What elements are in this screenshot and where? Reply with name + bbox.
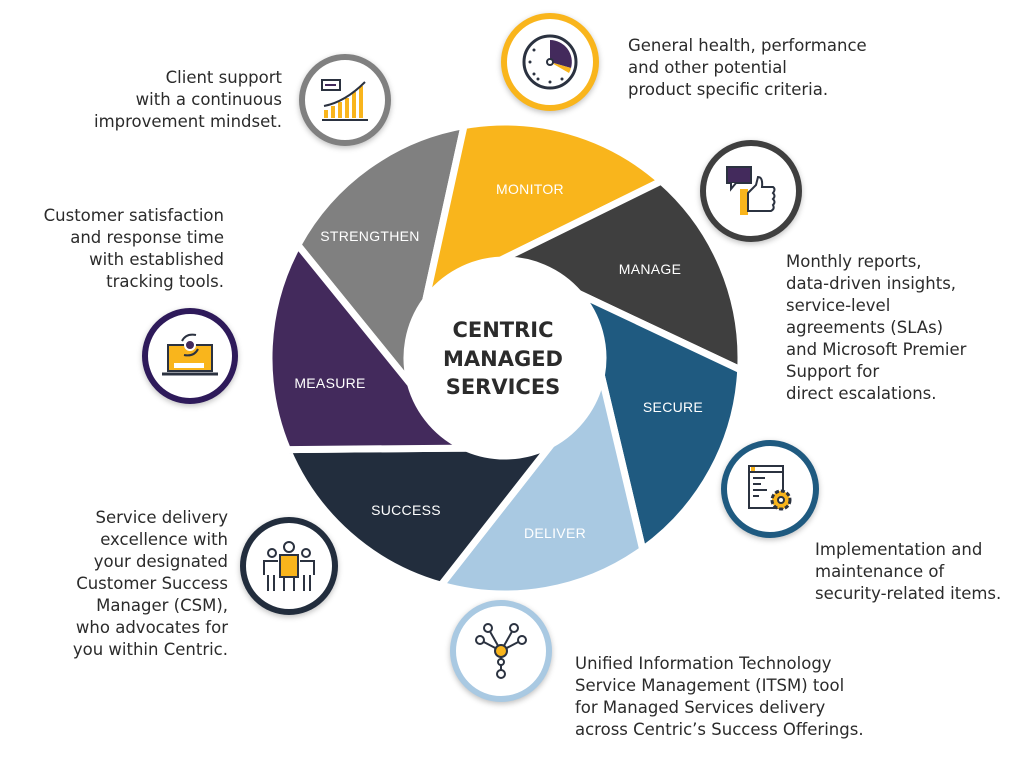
measure-description: Customer satisfaction and response time … — [44, 205, 224, 293]
center-hub — [409, 262, 601, 454]
desc-line: Implementation and — [815, 540, 983, 559]
desc-line: and Microsoft Premier — [786, 340, 967, 359]
desc-line: agreements (SLAs) — [786, 318, 944, 337]
growth-chart-icon — [299, 54, 391, 146]
desc-line: product specific criteria. — [628, 80, 829, 99]
monitor-description: General health, performance and other po… — [628, 35, 867, 101]
desc-line: Unified Information Technology — [575, 654, 832, 673]
desc-line: Support for — [786, 362, 880, 381]
segment-label-strengthen: STRENGTHEN — [320, 228, 419, 244]
desc-line: and other potential — [628, 58, 787, 77]
desc-line: tracking tools. — [106, 272, 224, 291]
segment-label-monitor: MONITOR — [496, 181, 564, 197]
manage-description: Monthly reports, data-driven insights, s… — [786, 251, 966, 405]
segment-success — [284, 440, 555, 589]
desc-line: security-related items. — [815, 584, 1002, 603]
segment-measure — [265, 241, 470, 454]
desc-line: you within Centric. — [72, 640, 228, 659]
network-hub-icon — [450, 600, 552, 702]
desc-line: improvement mindset. — [93, 112, 282, 131]
desc-line: Service Management (ITSM) tool — [575, 676, 845, 695]
segment-secure — [575, 290, 745, 554]
success-description: Service delivery excellence with your de… — [73, 507, 228, 661]
desc-line: maintenance of — [815, 562, 945, 581]
segment-monitor — [422, 118, 665, 304]
desc-line: Monthly reports, — [786, 252, 922, 271]
center-title-line-2: MANAGED — [443, 347, 563, 371]
desc-line: your designated — [93, 552, 228, 571]
desc-line: for Managed Services delivery — [575, 698, 826, 717]
center-title-line-3: SERVICES — [446, 375, 561, 399]
desc-line: across Centric’s Success Offerings. — [575, 720, 864, 739]
desc-line: and response time — [70, 228, 224, 247]
code-gear-icon — [721, 440, 819, 538]
deliver-description: Unified Information Technology Service M… — [575, 653, 864, 741]
clock-icon — [501, 13, 599, 111]
desc-line: direct escalations. — [786, 384, 937, 403]
desc-line: Customer satisfaction — [43, 206, 224, 225]
desc-line: with a continuous — [135, 90, 282, 109]
segment-deliver — [437, 372, 647, 598]
team-icon — [240, 517, 338, 615]
center-title: CENTRIC MANAGED SERVICES — [443, 318, 563, 399]
segment-label-deliver: DELIVER — [524, 525, 586, 541]
desc-line: Customer Success — [76, 574, 228, 593]
desc-line: General health, performance — [628, 36, 867, 55]
desc-line: excellence with — [100, 530, 228, 549]
strengthen-description: Client support with a continuous improve… — [94, 67, 282, 133]
segment-manage — [497, 177, 745, 374]
segment-label-success: SUCCESS — [371, 502, 441, 518]
desc-line: data-driven insights, — [786, 274, 957, 293]
segment-strengthen — [294, 122, 468, 388]
secure-description: Implementation and maintenance of securi… — [815, 539, 1001, 605]
desc-line: Service delivery — [95, 508, 228, 527]
laptop-refresh-icon — [142, 308, 238, 404]
desc-line: Manager (CSM), — [96, 596, 228, 615]
desc-line: service-level — [786, 296, 891, 315]
segment-label-manage: MANAGE — [619, 261, 681, 277]
center-title-line-1: CENTRIC — [452, 318, 553, 342]
desc-line: who advocates for — [75, 618, 228, 637]
segment-label-measure: MEASURE — [294, 375, 365, 391]
desc-line: with established — [89, 250, 224, 269]
desc-line: Client support — [165, 68, 282, 87]
segment-label-secure: SECURE — [643, 399, 703, 415]
thumbs-up-chat-icon — [700, 140, 802, 242]
